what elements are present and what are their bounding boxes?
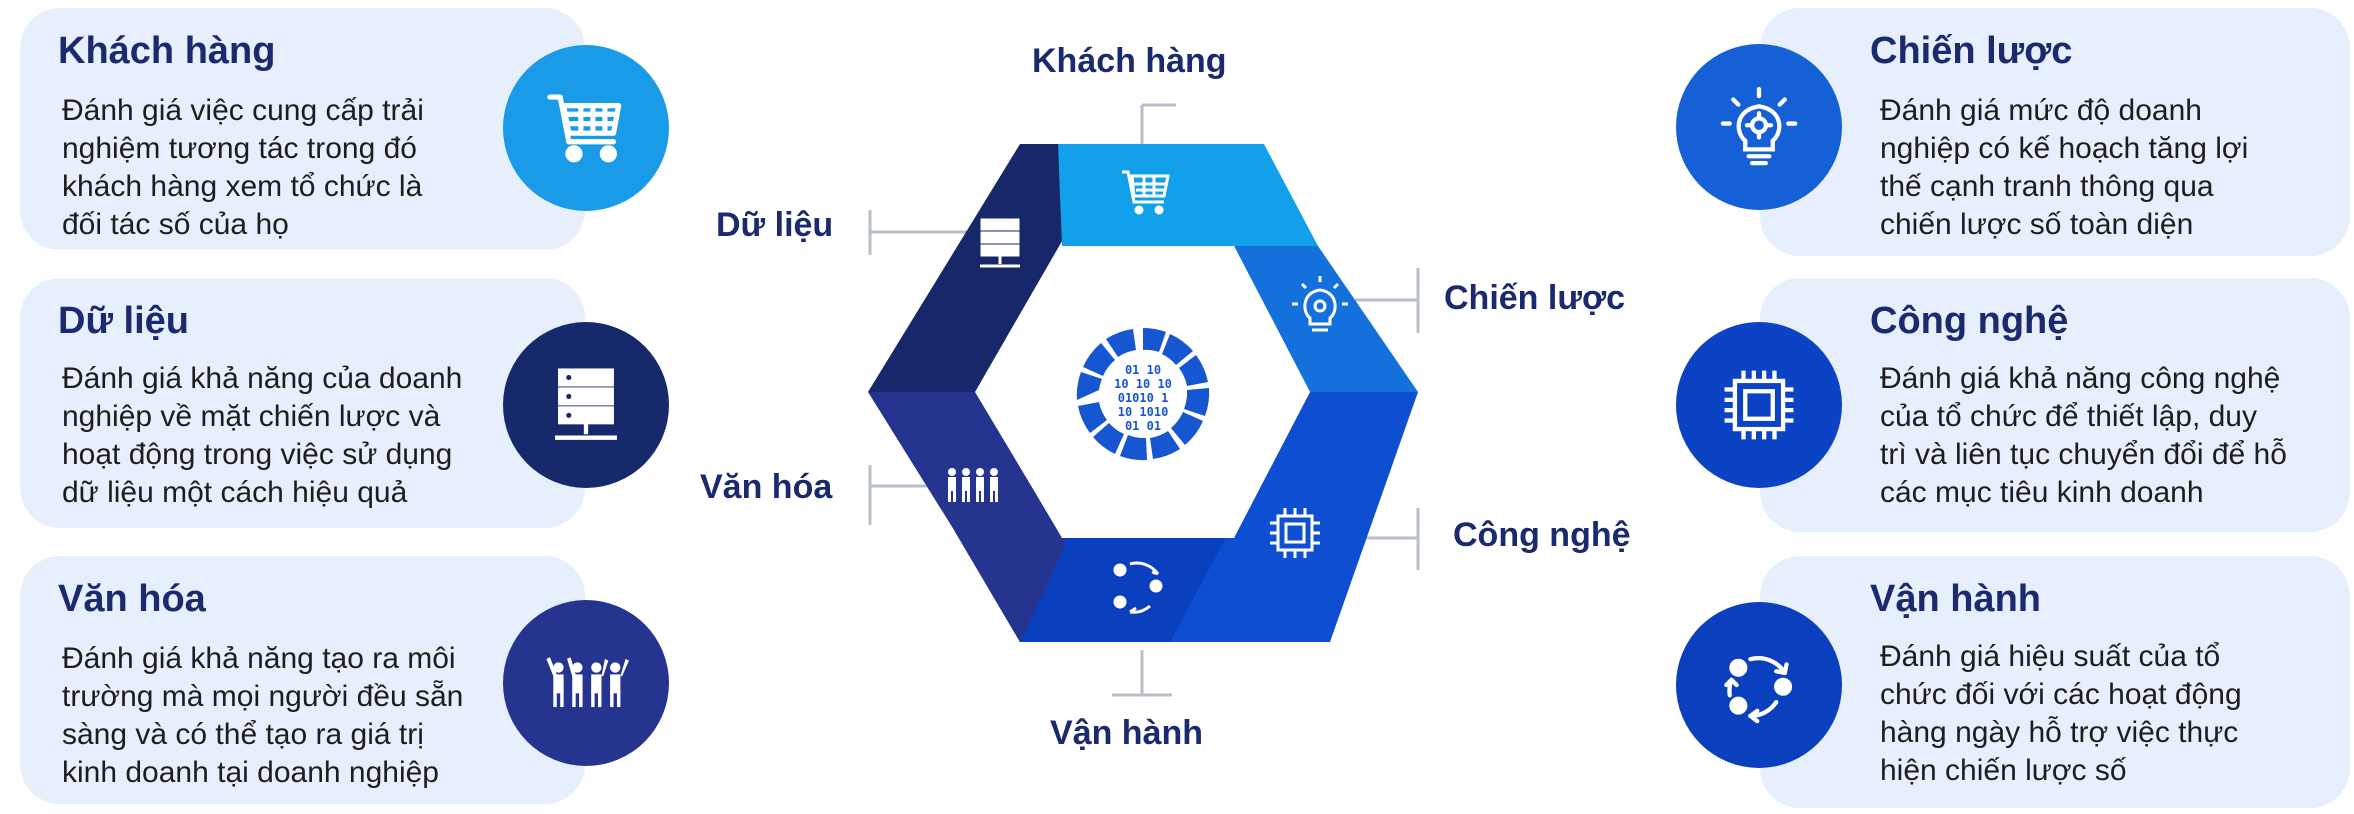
card-title: Chiến lược (1870, 30, 2073, 72)
server-icon (980, 218, 1020, 268)
binary-data-icon: 01 10 10 10 10 01010 1 10 1010 01 01 (1076, 327, 1210, 461)
card-description: Đánh giá khả năng tạo ra môi trường mà m… (62, 642, 464, 789)
card-description: Đánh giá hiệu suất của tổ chức đối với c… (1880, 640, 2242, 787)
binary-line: 01 10 (1125, 363, 1161, 377)
shopping-cart-icon (1122, 170, 1170, 215)
card-title: Dữ liệu (58, 300, 189, 342)
people-icon (948, 468, 998, 502)
card-description: Đánh giá việc cung cấp trải nghiệm tương… (62, 94, 424, 241)
card-description: Đánh giá khả năng công nghệ của tổ chức … (1880, 362, 2287, 509)
card-chien-luoc: Chiến lược Đánh giá mức độ doanh nghiệp … (1760, 8, 2350, 256)
card-khach-hang: Khách hàng Đánh giá việc cung cấp trải n… (20, 8, 585, 250)
binary-line: 10 1010 (1118, 405, 1169, 419)
binary-line: 01 01 (1125, 419, 1161, 433)
hex-label-chien-luoc: Chiến lược (1444, 279, 1626, 317)
segment-khach-hang (1058, 144, 1318, 246)
cycle-arrows-icon (1676, 602, 1842, 768)
hexagon-center (976, 246, 1310, 538)
card-title: Văn hóa (58, 578, 206, 620)
binary-line: 10 10 10 (1114, 377, 1172, 391)
people-icon (503, 600, 669, 766)
hex-label-van-hanh: Vận hành (1050, 714, 1204, 752)
binary-line: 01010 1 (1118, 391, 1169, 405)
chip-icon (1270, 508, 1320, 558)
hex-label-cong-nghe: Công nghệ (1453, 516, 1631, 554)
card-title: Công nghệ (1870, 300, 2069, 342)
card-cong-nghe: Công nghệ Đánh giá khả năng công nghệ củ… (1760, 278, 2350, 532)
chip-icon (1676, 322, 1842, 488)
segment-van-hoa (868, 392, 1066, 642)
card-description: Đánh giá mức độ doanh nghiệp có kế hoạch… (1880, 94, 2249, 241)
card-description: Đánh giá khả năng của doanh nghiệp về mặ… (62, 362, 463, 509)
hexagon-ring (868, 144, 1418, 642)
hex-label-van-hoa: Văn hóa (700, 468, 833, 506)
card-van-hoa: Văn hóa Đánh giá khả năng tạo ra môi trư… (20, 556, 585, 804)
lightbulb-gear-icon (1292, 276, 1348, 332)
card-title: Vận hành (1870, 578, 2042, 620)
segment-icons (948, 170, 1348, 614)
lightbulb-gear-icon (1676, 44, 1842, 210)
cycle-arrows-icon (1113, 561, 1163, 614)
hex-label-du-lieu: Dữ liệu (716, 206, 834, 244)
card-title: Khách hàng (58, 30, 276, 72)
card-du-lieu: Dữ liệu Đánh giá khả năng của doanh nghi… (20, 278, 585, 528)
hex-label-khach-hang: Khách hàng (1032, 42, 1227, 80)
card-van-hanh: Vận hành Đánh giá hiệu suất của tổ chức … (1760, 556, 2350, 808)
shopping-cart-icon (503, 45, 669, 211)
segment-du-lieu (868, 144, 1118, 392)
server-icon (503, 322, 669, 488)
segment-chien-luoc (1234, 246, 1418, 392)
